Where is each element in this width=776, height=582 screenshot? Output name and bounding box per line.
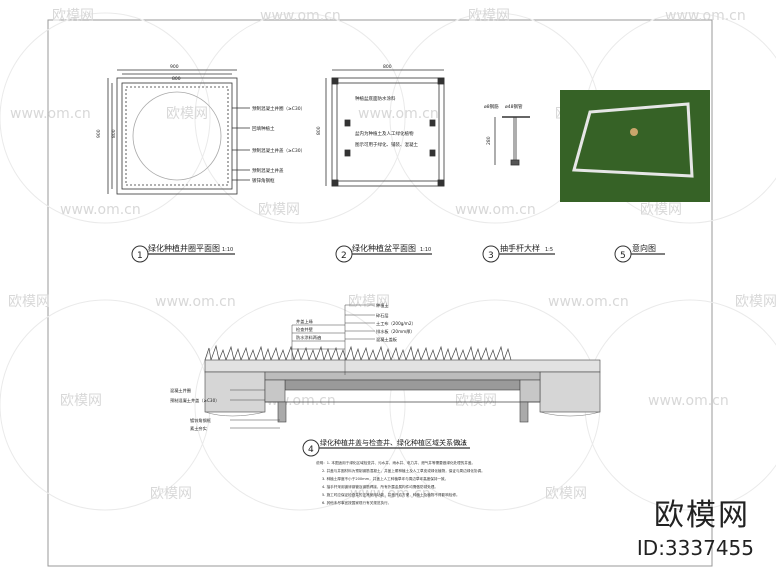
dim-inner: 800: [172, 76, 181, 82]
title-v1: 1 绿化种植井圈平面图 1:10: [131, 243, 235, 263]
brand-name: 欧模网: [654, 498, 750, 533]
watermark-url: www.om.cn: [155, 294, 236, 310]
watermark-url: www.om.cn: [665, 8, 746, 24]
note: 镀锌角钢框: [190, 417, 212, 424]
note-line: 4. 抽手杆采用镀锌钢管及钢筋焊接，所有外露金属构件均需做防锈处理。: [322, 484, 438, 489]
view-title: 绿化种植盆平面图: [352, 243, 416, 253]
watermark-brand: 欧模网: [150, 486, 192, 502]
dim-height: 280: [486, 136, 492, 145]
title-v4: 4 绿化种植井盖与检查井、绿化种植区域关系做法 1:5: [302, 438, 470, 457]
view-2-plan: [325, 69, 445, 187]
view-2-labels: 800 800 种植盆底面防水涂料 盆内为种植土及人工绿化植物 图示可用于绿化、…: [316, 64, 418, 148]
watermark-brand: 欧模网: [468, 8, 510, 24]
note-line: 2. 井盖与井圈材料为预制钢筋混凝土，井盖上覆种植土及人工草皮或绿化植物，保证与…: [322, 468, 485, 473]
watermark-url: www.om.cn: [455, 202, 536, 218]
watermark-brand: 欧模网: [455, 393, 497, 409]
note-line: 6. 其他未尽事宜按国家现行有关规范执行。: [322, 500, 391, 505]
notes-paragraph: 说明：1. 本图适用于绿化区域检查井、污水井、雨水井、电力井、燃气井等需要做绿化…: [316, 460, 485, 505]
view-title: 绿化种植井圈平面图: [148, 243, 220, 253]
view-title: 抽手杆大样: [500, 243, 540, 253]
watermark-brand: 欧模网: [166, 106, 208, 122]
note: 预制混凝土井盖（≥C30）: [170, 397, 219, 404]
note: 种植盆底面防水涂料: [355, 95, 396, 102]
note: 碎石层: [376, 312, 389, 319]
title-v5: 5 意向图: [614, 243, 665, 263]
view-3-detail: [494, 116, 530, 166]
watermark-url: www.om.cn: [260, 8, 341, 24]
note: 素土夯实: [190, 425, 207, 432]
view-title: 意向图: [632, 243, 656, 253]
note: 回填种植土: [252, 125, 275, 132]
watermark-brand: 欧模网: [640, 202, 682, 218]
view-number: 3: [488, 251, 494, 261]
dim-height: 800: [316, 126, 322, 135]
note: 防水涂料两遍: [296, 334, 322, 341]
view-3-labels: ø8钢筋 ø48钢管 280: [484, 103, 523, 145]
dim-height-inner: 800: [111, 129, 117, 138]
dim-width: 800: [383, 64, 392, 70]
watermark-url: www.om.cn: [548, 294, 629, 310]
watermark-url: www.om.cn: [648, 393, 729, 409]
note: 预制混凝土井圈（≥C30）: [252, 105, 305, 112]
note: 盆内为种植土及人工绿化植物: [355, 130, 414, 137]
dim-width: 900: [170, 64, 179, 70]
note: 种植土: [376, 302, 389, 309]
note-line: 5. 施工时应保证检查井的正常使用功能，井盖开启方便，种植土及植物不得影响检修。: [322, 492, 460, 497]
watermark-brand: 欧模网: [735, 294, 776, 310]
view-4-labels: 种植土 碎石层 土工布（200g/m2） 排水板（20mm厚） 混凝土盖板 井盖…: [170, 302, 416, 432]
note: ø8钢筋: [484, 103, 499, 110]
note: ø48钢管: [505, 103, 523, 110]
note: 排水板（20mm厚）: [376, 328, 415, 335]
watermark-brand: 欧模网: [545, 486, 587, 502]
view-number: 2: [341, 251, 347, 261]
watermark-brand: 欧模网: [8, 294, 50, 310]
note: 井盖上缘: [296, 318, 314, 325]
watermark-url: www.om.cn: [10, 106, 91, 122]
watermark-brand: 欧模网: [60, 393, 102, 409]
watermark-brand: 欧模网: [258, 202, 300, 218]
view-number: 4: [308, 445, 314, 455]
note: 土工布（200g/m2）: [376, 320, 416, 327]
view-scale: 1:10: [222, 247, 233, 253]
title-v3: 3 抽手杆大样 1:5: [482, 243, 555, 263]
note: 预制混凝土井盖: [252, 167, 284, 174]
note: 混凝土盖板: [376, 336, 398, 343]
view-scale: 1:5: [458, 441, 466, 447]
watermark-url: www.om.cn: [60, 202, 141, 218]
brand-id: ID:3337455: [636, 536, 754, 560]
view-4-section: [204, 304, 601, 429]
view-scale: 1:10: [420, 247, 431, 253]
note-line: 3. 种植土厚度不小于200mm，井盖上人工种植草坪与周边草坪高度保持一致。: [322, 476, 448, 481]
view-number: 1: [137, 251, 143, 261]
sheet-border: [47, 19, 713, 567]
view-title: 绿化种植井盖与检查井、绿化种植区域关系做法: [320, 438, 467, 447]
note: 混凝土井圈: [170, 387, 191, 394]
watermark-url: www.om.cn: [358, 106, 439, 122]
view-number: 5: [620, 251, 626, 261]
watermark-url: www.om.cn: [350, 486, 431, 502]
watermark-text-layer: 欧模网 www.om.cn 欧模网 www.om.cn www.om.cn 欧模…: [8, 8, 776, 502]
note-line: 说明：1. 本图适用于绿化区域检查井、污水井、雨水井、电力井、燃气井等需要做绿化…: [316, 460, 475, 465]
note: 图示可用于绿化、铺装、混凝土: [355, 141, 418, 148]
note: 检查井壁: [296, 326, 313, 333]
title-v2: 2 绿化种植盆平面图 1:10: [335, 243, 432, 263]
view-1-plan: [107, 69, 250, 195]
watermark-brand: 欧模网: [52, 8, 94, 24]
dim-height: 900: [96, 129, 102, 138]
note: 镀锌角钢框: [252, 177, 275, 184]
watermark-brand: 欧模网: [348, 294, 390, 310]
watermark-layer: [0, 12, 776, 511]
view-scale: 1:5: [545, 247, 553, 253]
view-1-labels: 900 800 900 800 预制混凝土井圈（≥C30） 回填种植土 预制混凝…: [96, 64, 305, 184]
view-5-photo: [560, 90, 710, 202]
note: 预制混凝土井盖（≥C30）: [252, 147, 305, 154]
